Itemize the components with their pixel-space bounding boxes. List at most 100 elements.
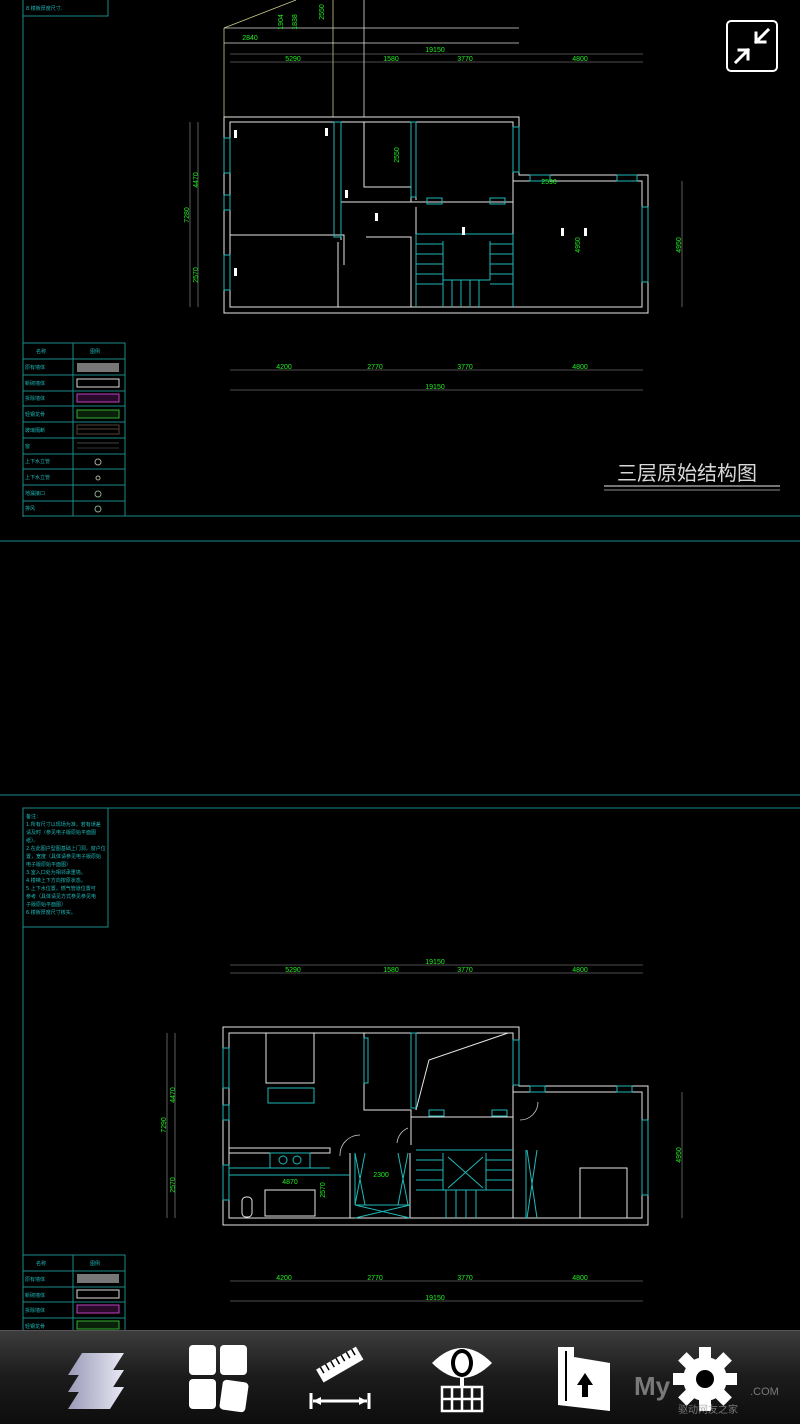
dim-label: 4870	[282, 1179, 298, 1186]
svg-text:图例: 图例	[90, 348, 100, 355]
gear-icon	[673, 1347, 737, 1411]
dim-label: 19150	[425, 959, 445, 966]
layouts-button[interactable]	[178, 1341, 258, 1415]
pipe-markers	[234, 128, 587, 276]
svg-text:轻钢龙骨: 轻钢龙骨	[25, 411, 45, 418]
svg-text:电子版原始平面图）: 电子版原始平面图）	[26, 861, 71, 868]
svg-text:子版原始平面图）: 子版原始平面图）	[26, 901, 66, 908]
svg-text:备注：: 备注：	[26, 813, 41, 820]
watermark-cn: 驱动网友之家	[678, 1405, 738, 1416]
drawing-canvas[interactable]: 8.楼板厚度尺寸. 2840 1904 1838 2550 19150 5290…	[0, 0, 800, 1330]
svg-text:5.上下水位置，燃气管道位置可: 5.上下水位置，燃气管道位置可	[26, 885, 96, 892]
svg-text:置，宽度（具体请参见电子版原始: 置，宽度（具体请参见电子版原始	[26, 853, 101, 860]
svg-text:新砌墙体: 新砌墙体	[25, 1292, 45, 1299]
notes-block: 备注： 1.所有尺寸以现场为准，若有误差 请及时（参见电子版原始平面图 纸）。 …	[26, 813, 106, 916]
eye-grid-icon	[432, 1348, 492, 1413]
dim-label: 4800	[572, 364, 588, 371]
floor-plan-2-fixtures	[222, 1032, 649, 1219]
svg-text:上下水立管: 上下水立管	[25, 474, 50, 481]
svg-text:请及时（参见电子版原始平面图: 请及时（参见电子版原始平面图	[26, 829, 96, 836]
svg-text:排风: 排风	[25, 505, 35, 512]
svg-text:新砌墙体: 新砌墙体	[25, 380, 45, 387]
svg-text:名称: 名称	[36, 1260, 46, 1267]
sheet-2: 备注： 1.所有尺寸以现场为准，若有误差 请及时（参见电子版原始平面图 纸）。 …	[0, 794, 800, 1330]
settings-button[interactable]	[665, 1341, 745, 1415]
sheet-1: 8.楼板厚度尺寸. 2840 1904 1838 2550 19150 5290…	[22, 0, 800, 517]
dim-label: 4800	[572, 1275, 588, 1282]
legend-table-1: 名称 图例 原有墙体 新砌墙体 拆除墙体 轻钢龙骨 玻璃隔断 窗 上下水立管 上…	[22, 342, 126, 517]
svg-text:拆除墙体: 拆除墙体	[25, 395, 45, 402]
notes-text: 8.楼板厚度尺寸.	[26, 5, 63, 12]
dim-label: 19150	[425, 1295, 445, 1302]
layers-icon	[68, 1353, 124, 1409]
open-file-button[interactable]	[543, 1341, 623, 1415]
dim-label: 2590	[541, 179, 557, 186]
svg-text:图例: 图例	[90, 1260, 100, 1267]
svg-text:4.楼梯上下方向按原状态。: 4.楼梯上下方向按原状态。	[26, 877, 86, 884]
dim-label: 5290	[285, 56, 301, 63]
dim-label: 2770	[367, 364, 383, 371]
sheet-2-frame	[0, 794, 800, 1330]
svg-text:上下水立管: 上下水立管	[25, 458, 50, 465]
layers-button[interactable]	[57, 1341, 137, 1415]
dim-label: 4800	[572, 967, 588, 974]
dim-label: 4200	[276, 364, 292, 371]
svg-text:原有墙体: 原有墙体	[25, 364, 45, 371]
exit-fullscreen-button[interactable]	[726, 20, 778, 72]
dim-label: 2300	[373, 1172, 389, 1179]
dim-label: 1580	[383, 967, 399, 974]
collapse-arrows-icon	[733, 27, 771, 65]
svg-text:参考（具体请见方式参见参见电: 参考（具体请见方式参见参见电	[26, 893, 96, 900]
dim-label: 2550	[394, 147, 401, 163]
measure-button[interactable]	[300, 1341, 380, 1415]
dim-label: 3770	[457, 56, 473, 63]
svg-text:地漏接口: 地漏接口	[25, 490, 45, 497]
dim-label: 2570	[193, 267, 200, 283]
svg-text:拆除墙体: 拆除墙体	[25, 1307, 45, 1314]
svg-text:轻钢龙骨: 轻钢龙骨	[25, 1323, 45, 1330]
svg-text:名称: 名称	[36, 348, 46, 355]
dim-label: 4800	[572, 56, 588, 63]
dim-label: 1838	[292, 14, 299, 30]
svg-text:3.室入口处为相邻承重墙。: 3.室入口处为相邻承重墙。	[26, 869, 86, 876]
dim-label: 4470	[170, 1087, 177, 1103]
svg-text:2.在此图户型图基础上门洞，窗户位: 2.在此图户型图基础上门洞，窗户位	[26, 845, 106, 852]
dim-label: 4200	[276, 1275, 292, 1282]
dim-label: 2770	[367, 1275, 383, 1282]
svg-text:玻璃隔断: 玻璃隔断	[25, 427, 45, 434]
dim-label: 2840	[242, 35, 258, 42]
dim-label: 19150	[425, 384, 445, 391]
dim-label: 2570	[320, 1182, 327, 1198]
svg-text:原有墙体: 原有墙体	[25, 1276, 45, 1283]
dim-label: 19150	[425, 47, 445, 54]
dim-label: 3770	[457, 364, 473, 371]
drawing-title: 三层原始结构图	[617, 461, 757, 485]
view-button[interactable]	[422, 1341, 502, 1415]
floor-plan-1-windows	[223, 121, 649, 307]
dim-label: 7280	[184, 207, 191, 223]
dim-label: 4950	[575, 237, 582, 253]
dim-label: 4470	[193, 172, 200, 188]
dim-label: 3770	[457, 967, 473, 974]
legend-table-2: 名称 图例 原有墙体 新砌墙体 拆除墙体 轻钢龙骨	[22, 1254, 126, 1330]
title-underline	[604, 485, 780, 491]
svg-text:窗: 窗	[25, 443, 30, 450]
dim-label: 2570	[170, 1177, 177, 1193]
layouts-icon	[189, 1345, 249, 1413]
dim-label: 4950	[676, 1147, 683, 1163]
dim-label: 7290	[161, 1117, 168, 1133]
svg-text:1.所有尺寸以现场为准，若有误差: 1.所有尺寸以现场为准，若有误差	[26, 821, 101, 828]
dim-label: 5290	[285, 967, 301, 974]
dim-label: 1580	[383, 56, 399, 63]
dim-label: 2550	[319, 4, 326, 20]
watermark: My.COM	[634, 1371, 779, 1401]
dim-label: 1904	[278, 14, 285, 30]
dim-label: 3770	[457, 1275, 473, 1282]
ruler-icon	[309, 1346, 371, 1409]
floor-plan-2-walls	[222, 1026, 649, 1226]
svg-text:纸）。: 纸）。	[26, 837, 39, 844]
svg-text:6.楼板厚度尺寸核实。: 6.楼板厚度尺寸核实。	[26, 909, 76, 916]
dim-label: 4950	[676, 237, 683, 253]
bottom-toolbar: My.COM 驱动网友之家	[0, 1330, 800, 1424]
folder-upload-icon	[558, 1347, 610, 1411]
